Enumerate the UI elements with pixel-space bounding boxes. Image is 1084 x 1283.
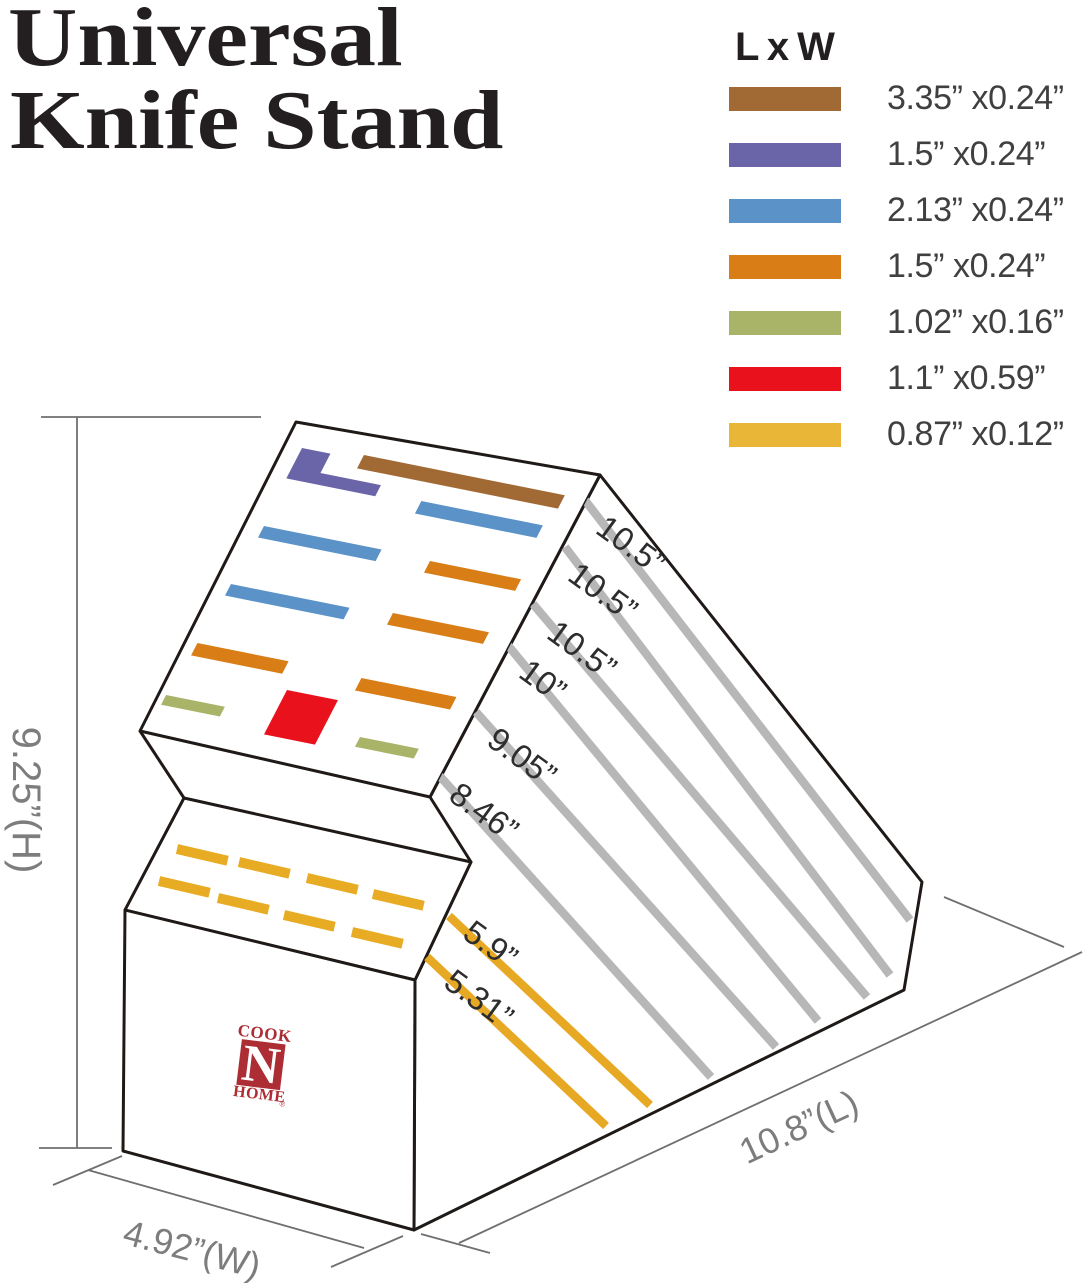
svg-text:1.5” x0.24”: 1.5” x0.24” [887, 135, 1045, 173]
svg-text:Knife Stand: Knife Stand [10, 74, 503, 167]
svg-text:10.8”(L): 10.8”(L) [733, 1081, 865, 1171]
svg-text:4.92”(W): 4.92”(W) [119, 1212, 265, 1283]
svg-text:9.25”(H): 9.25”(H) [4, 727, 48, 874]
svg-text:1.02” x0.16”: 1.02” x0.16” [887, 303, 1064, 341]
svg-text:1.5” x0.24”: 1.5” x0.24” [887, 247, 1045, 285]
svg-text:HOME: HOME [232, 1083, 286, 1106]
svg-text:Universal: Universal [8, 0, 403, 84]
svg-text:2.13” x0.24”: 2.13” x0.24” [887, 191, 1064, 229]
svg-text:®: ® [279, 1099, 286, 1109]
svg-text:1.1” x0.59”: 1.1” x0.59” [887, 359, 1045, 397]
svg-text:0.87” x0.12”: 0.87” x0.12” [887, 415, 1064, 453]
svg-text:3.35” x0.24”: 3.35” x0.24” [887, 79, 1064, 117]
svg-text:L x W: L x W [735, 25, 835, 69]
svg-text:N: N [239, 1035, 283, 1096]
